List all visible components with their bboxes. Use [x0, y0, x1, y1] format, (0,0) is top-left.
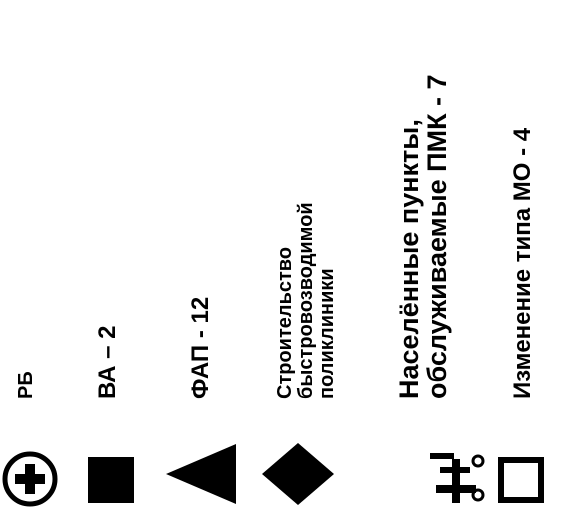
construction-line-1: Строительство	[274, 246, 296, 399]
outline-square-icon	[494, 449, 550, 509]
filled-triangle-icon	[160, 439, 240, 509]
pmk-line-1: Населённые пункты,	[394, 119, 424, 399]
pmk-line-2: обслуживаемые ПМК - 7	[422, 74, 453, 399]
legend-label-construction: Строительство быстровозводимой поликлини…	[274, 202, 338, 399]
legend-label-mo-change: Изменение типа МО - 4	[509, 127, 536, 399]
legend-label-fap: ФАП - 12	[187, 296, 214, 399]
filled-square-icon	[80, 449, 140, 509]
construction-line-3: поликлиники	[316, 268, 338, 399]
construction-line-2: быстровозводимой	[295, 202, 317, 399]
legend-label-va: ВА – 2	[94, 325, 121, 400]
legend-label-pmk: Населённые пункты, обслуживаемые ПМК - 7	[394, 74, 453, 399]
mobile-unit-icon	[420, 439, 490, 509]
filled-diamond-icon	[258, 439, 338, 509]
legend-label-rb: РБ	[15, 371, 37, 399]
hospital-plus-icon	[0, 449, 60, 509]
